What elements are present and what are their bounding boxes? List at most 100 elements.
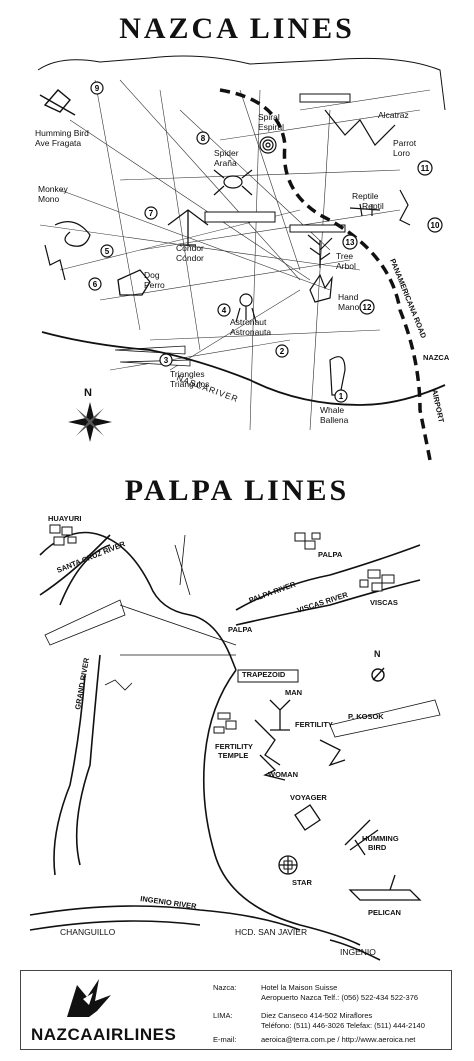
huayuri-site [49, 524, 77, 546]
label-fertility-temple-1: FERTILITY [215, 742, 253, 751]
label-airport: AIRPORT [430, 389, 446, 424]
contact-key-email: E-mail: [213, 1035, 237, 1044]
label-kosok: P. KOSOK [348, 712, 384, 721]
contact-value-email[interactable]: aeroica@terra.com.pe / http://www.aeroic… [261, 1035, 416, 1044]
label-triangles-en: Triangles [170, 369, 205, 379]
star-figure [278, 855, 298, 875]
svg-text:4: 4 [222, 306, 227, 315]
svg-text:N: N [374, 649, 381, 659]
label-star: STAR [292, 878, 312, 887]
label-astronaut-es: Astronauta [230, 327, 271, 337]
contact-value-nazca-1: Hotel la Maison Suisse [261, 983, 338, 992]
nazca-map: 9 8 7 5 6 4 3 2 1 13 12 11 10 Humming Bi… [35, 55, 450, 461]
brand-bold: NAZCA [31, 1025, 93, 1044]
parrot-figure [399, 189, 411, 226]
label-nazca-town: NAZCA [423, 353, 450, 362]
monkey-figure [44, 221, 91, 281]
label-panamericana: PANAMERICANA ROAD [388, 257, 428, 340]
label-parrot-en: Parrot [393, 138, 417, 148]
contact-key-lima: LIMA: [213, 1011, 233, 1020]
rectangle-figure [299, 93, 351, 103]
svg-text:13: 13 [346, 238, 355, 247]
label-hummingbird-en: Humming Bird [35, 128, 89, 138]
label-man: MAN [285, 688, 302, 697]
label-voyager: VOYAGER [290, 793, 327, 802]
label-woman: WOMAN [268, 770, 298, 779]
label-hummingbird-1: HUMMING [362, 834, 399, 843]
svg-text:3: 3 [164, 356, 169, 365]
brand-rest: AIRLINES [93, 1025, 177, 1044]
label-condor-en: Condor [176, 243, 204, 253]
svg-text:12: 12 [363, 303, 372, 312]
palpa-town-site [294, 532, 321, 550]
figure-marker-11: 11 [417, 160, 433, 176]
figure-marker-10: 10 [427, 217, 443, 233]
footer-contact-box: NAZCAAIRLINES Nazca: Hotel la Maison Sui… [20, 970, 452, 1050]
figure-marker-12: 12 [359, 299, 375, 315]
figure-marker-6: 6 [88, 277, 102, 291]
figure-marker-4: 4 [217, 303, 231, 317]
label-monkey-en: Monkey [38, 184, 69, 194]
reptile-figure [349, 203, 381, 217]
hand-figure [309, 273, 333, 303]
label-grand-river: GRAND RIVER [73, 657, 91, 711]
svg-text:7: 7 [149, 209, 154, 218]
svg-text:10: 10 [431, 221, 440, 230]
label-santa-cruz-river: SANTA CRUZ RIVER [55, 539, 127, 575]
figure-marker-1: 1 [334, 389, 348, 403]
label-fertility: FERTILITY [295, 720, 333, 729]
label-palpa-river: PALPA RIVER [248, 579, 298, 604]
label-parrot-es: Loro [393, 148, 410, 158]
voyager-figure [294, 804, 321, 831]
label-dog-es: Perro [144, 280, 165, 290]
hummingbird-figure [344, 819, 379, 856]
woman-figure [259, 754, 286, 781]
rectangle-figure-2 [289, 224, 346, 233]
nazca-airlines-logo-icon [67, 979, 111, 1017]
label-triangles-es: Triángulos [170, 379, 209, 389]
label-monkey-es: Mono [38, 194, 60, 204]
label-changuillo: CHANGUILLO [60, 927, 116, 937]
kosok-figure [319, 739, 346, 767]
palpa-map: N HUAYURI SANTA CRUZ RIVER PALPA PALPA R… [29, 514, 441, 961]
palpa-title: PALPA LINES [124, 474, 350, 507]
label-palpa-mid: PALPA [228, 625, 253, 634]
contact-value-nazca-2: Aeropuerto Nazca Telf.: (056) 522-434 52… [261, 993, 419, 1002]
label-astronaut-en: Astronaut [230, 317, 267, 327]
pelican-figure [348, 874, 422, 901]
svg-text:N: N [84, 387, 92, 399]
svg-text:1: 1 [339, 392, 344, 401]
label-ingenio-river: INGENIO RIVER [140, 894, 198, 911]
panamericana-road [219, 88, 432, 461]
svg-text:5: 5 [105, 247, 110, 256]
label-alcatraz: Alcatraz [378, 110, 409, 120]
fertility-figure [254, 719, 281, 766]
figure-marker-3: 3 [159, 353, 173, 367]
tree-figure [307, 234, 333, 268]
label-pelican: PELICAN [368, 908, 401, 917]
svg-text:2: 2 [280, 347, 285, 356]
spiral-figure [259, 136, 277, 154]
svg-text:9: 9 [95, 84, 100, 93]
label-hummingbird-es: Ave Fragata [35, 138, 81, 148]
label-tree-en: Tree [336, 251, 353, 261]
nazca-boundary [37, 55, 446, 111]
label-reptile-en: Reptile [352, 191, 379, 201]
svg-text:11: 11 [421, 164, 430, 173]
fertility-temple-site [213, 712, 237, 734]
label-spider-es: Araña [214, 158, 237, 168]
label-huayuri: HUAYURI [48, 514, 81, 523]
label-ingenio: INGENIO [340, 947, 376, 957]
trapezoid-figure [204, 211, 276, 223]
alcatraz-figure [324, 109, 396, 146]
brand-name: NAZCAAIRLINES [31, 1025, 176, 1045]
nazca-river [41, 331, 446, 406]
label-spider-en: Spider [214, 148, 239, 158]
astronaut-figure [235, 293, 257, 323]
label-hand-es: Mano [338, 302, 360, 312]
north-compass-icon: N [371, 649, 385, 682]
label-trapezoid: TRAPEZOID [242, 670, 286, 679]
north-compass-icon: N [68, 387, 112, 442]
figure-marker-13: 13 [342, 234, 358, 250]
contact-key-nazca: Nazca: [213, 983, 237, 992]
